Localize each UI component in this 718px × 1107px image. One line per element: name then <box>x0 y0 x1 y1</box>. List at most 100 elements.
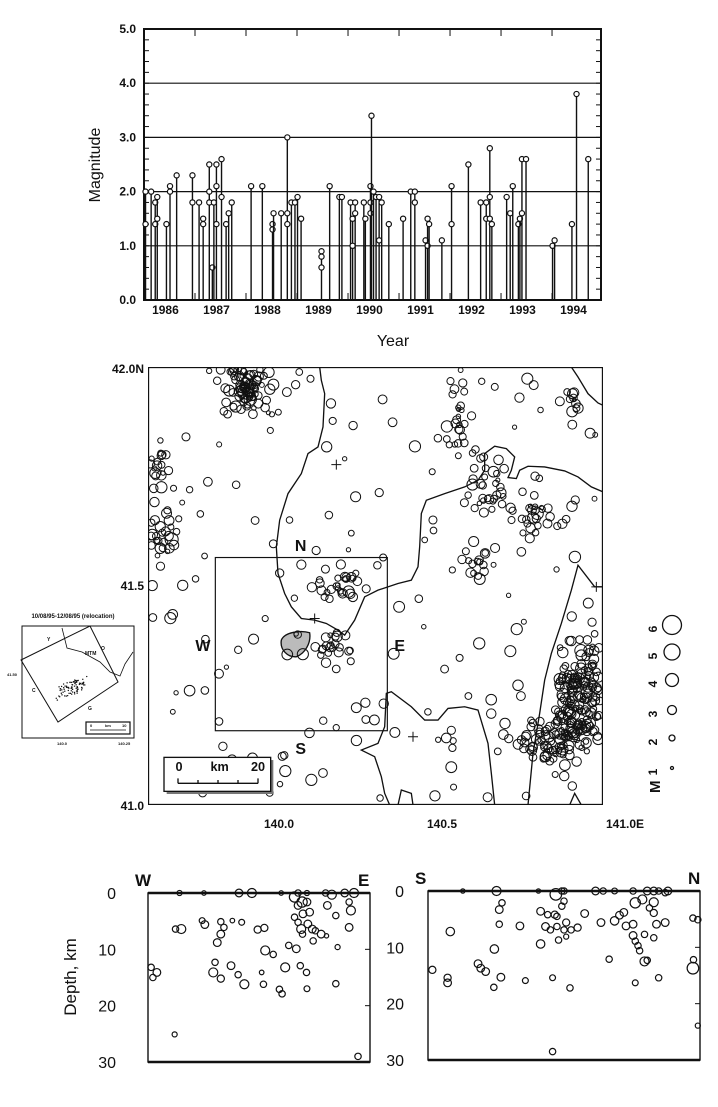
epicenter <box>167 608 179 620</box>
epicenter <box>458 432 467 441</box>
epicenter <box>512 679 524 692</box>
epicenter <box>490 542 501 553</box>
epicenter <box>582 738 590 745</box>
epicenter <box>519 737 530 748</box>
hypocenter <box>229 917 236 924</box>
hypocenter <box>645 904 654 912</box>
hypocenter <box>553 922 561 931</box>
epicenter <box>170 484 178 492</box>
epicenter <box>446 725 456 735</box>
event-marker <box>585 155 592 163</box>
epicenter <box>456 421 463 429</box>
epicenter <box>504 733 514 744</box>
epicenter <box>155 561 166 571</box>
event-marker <box>213 161 220 168</box>
epicenter <box>433 433 443 443</box>
hypocenter <box>563 933 570 940</box>
epicenter <box>219 406 229 416</box>
epicenter <box>157 437 164 444</box>
event-marker <box>503 193 510 201</box>
lon-label-140: 140.0 <box>264 817 294 831</box>
epicenter <box>215 367 226 375</box>
epicenter <box>572 720 584 731</box>
epicenter <box>212 376 222 385</box>
epicenter <box>239 381 251 393</box>
epicenter <box>473 637 486 650</box>
epicenter <box>429 790 441 802</box>
hypocenter <box>296 923 307 935</box>
epicenter <box>578 744 585 751</box>
epicenter <box>495 487 507 499</box>
event-marker <box>385 220 393 228</box>
y-tick-label: 2.0 <box>119 185 136 199</box>
inset-epicenters <box>55 675 88 701</box>
epicenter <box>196 510 205 518</box>
epicenter <box>374 487 384 498</box>
epicenter <box>277 751 287 761</box>
lat-label-41-5: 41.5 <box>121 579 145 593</box>
inset-epicenter <box>75 681 78 683</box>
epicenter <box>551 771 559 779</box>
inset-lat-label: 41.50 <box>7 672 18 677</box>
epicenter <box>333 647 344 658</box>
inset-epicenter <box>73 685 76 687</box>
epicenter <box>151 465 158 472</box>
epicenter <box>148 459 155 469</box>
epicenter <box>556 743 569 756</box>
epicenter <box>552 750 559 758</box>
epicenter <box>172 527 181 536</box>
epicenter <box>580 737 592 749</box>
hypocenter <box>599 887 607 895</box>
epicenter <box>527 505 537 516</box>
event-marker <box>573 90 580 98</box>
hypocenter <box>628 919 638 929</box>
coastline-tsugaru <box>359 691 496 805</box>
epicenter <box>540 730 551 741</box>
hypocenter <box>294 889 302 897</box>
inset-epicenter <box>76 686 79 688</box>
hypocenter <box>147 963 155 972</box>
inset-epicenter <box>73 691 76 694</box>
epicenter <box>519 529 527 537</box>
hypocenter <box>239 979 250 990</box>
event-marker <box>351 199 359 206</box>
epicenter <box>528 380 539 391</box>
epicenter <box>521 729 532 741</box>
epicenter <box>191 575 200 583</box>
epicenter <box>571 756 582 767</box>
epicenter <box>148 613 158 622</box>
hypocenter <box>546 926 555 934</box>
epicenter <box>514 392 525 403</box>
epicenter <box>352 576 363 587</box>
epicenter <box>460 419 469 429</box>
epicenter <box>554 396 565 407</box>
epicenter <box>335 643 344 652</box>
event-marker <box>222 220 230 228</box>
epicenter <box>454 452 462 460</box>
hypocenter <box>284 941 293 950</box>
hypocenter <box>293 900 303 910</box>
hypocenter <box>201 890 207 896</box>
epicenter <box>563 730 573 740</box>
event-marker <box>425 220 433 228</box>
hypocenter <box>323 933 330 939</box>
hypocenter <box>208 967 219 978</box>
epicenter <box>563 388 571 396</box>
event-marker <box>154 193 161 201</box>
epicenter <box>290 380 301 390</box>
hypocenter <box>541 922 550 931</box>
epicenter <box>493 454 504 466</box>
hypocenter <box>567 926 575 934</box>
epicenter <box>153 536 161 544</box>
event-marker <box>488 220 496 228</box>
coastline-bay <box>397 789 414 805</box>
epicenter <box>435 736 442 743</box>
epicenter <box>457 367 464 373</box>
legend-level-label: 1 <box>646 768 660 775</box>
hypocenter <box>554 936 563 944</box>
hypocenter <box>269 950 278 959</box>
epicenter <box>499 492 507 500</box>
inset-label-mtm: MTM <box>85 651 96 657</box>
hypocenter <box>495 920 504 929</box>
epicenter <box>156 470 167 481</box>
